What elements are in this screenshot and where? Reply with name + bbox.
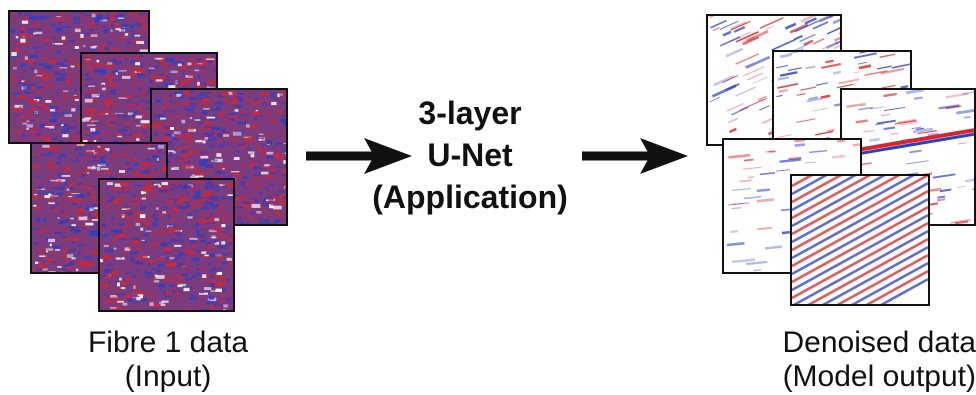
- output-tile-5: [790, 174, 930, 306]
- model-label: 3-layer U-Net (Application): [340, 92, 600, 218]
- input-caption-line1: Fibre 1 data: [87, 326, 249, 359]
- input-caption-line2: (Input): [124, 360, 212, 393]
- arrow-right-icon: [582, 138, 688, 174]
- model-label-line1: 3-layer: [418, 95, 522, 131]
- arrow-right-icon: [306, 138, 412, 174]
- input-caption: Fibre 1 data (Input): [58, 326, 278, 394]
- output-caption-line1: Denoised data: [782, 326, 976, 359]
- model-label-line2: U-Net: [427, 137, 513, 173]
- model-label-line3: (Application): [372, 179, 568, 215]
- output-caption-line2: (Model output): [782, 360, 976, 393]
- input-tile-5: [98, 178, 235, 312]
- output-caption: Denoised data (Model output): [756, 326, 976, 394]
